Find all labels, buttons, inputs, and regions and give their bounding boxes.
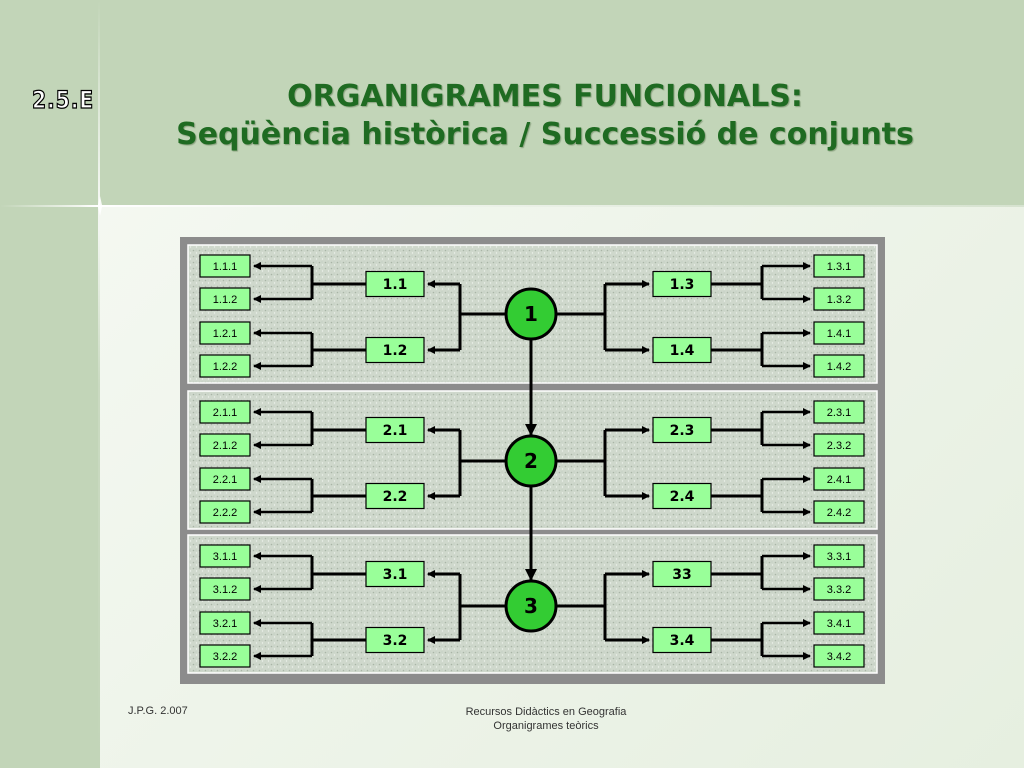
leaf-box-label: 3.2.2 [213,651,237,663]
leaf-box: 2.2.2 [199,500,251,524]
leaf-box-label: 3.3.2 [827,584,851,596]
leaf-box: 1.1.1 [199,254,251,278]
node-box-label: 3.2 [383,633,408,649]
node-box: 3.2 [365,626,425,654]
node-box: 3.1 [365,560,425,588]
center-node-label: 1 [524,302,538,326]
page-title: ORGANIGRAMES FUNCIONALS: Seqüència histò… [150,78,940,154]
node-box-label: 1.1 [383,277,408,293]
leaf-box-label: 1.2.2 [213,361,237,373]
footer-credits: Recursos Didàctics en Geografia Organigr… [430,705,662,733]
node-box: 1.2 [365,336,425,364]
node-box: 2.3 [652,416,712,444]
leaf-box: 3.1.2 [199,577,251,601]
leaf-box: 2.3.2 [813,433,865,457]
center-node-label: 2 [524,449,538,473]
leaf-box: 1.4.2 [813,354,865,378]
leaf-box-label: 3.4.2 [827,651,851,663]
leaf-box: 1.3.1 [813,254,865,278]
node-box: 1.4 [652,336,712,364]
leaf-box: 2.1.1 [199,400,251,424]
leaf-box-label: 2.2.2 [213,507,237,519]
leaf-box-label: 2.4.1 [827,474,851,486]
leaf-box: 3.2.1 [199,611,251,635]
footer-line-1: Recursos Didàctics en Geografia [465,706,627,718]
leaf-box-label: 2.1.1 [213,407,237,419]
center-node: 3 [504,579,558,633]
leaf-box-label: 3.4.1 [827,618,851,630]
node-box: 1.1 [365,270,425,298]
leaf-box-label: 1.4.1 [827,328,851,340]
left-band [0,207,100,768]
node-box: 2.2 [365,482,425,510]
leaf-box-label: 2.3.2 [827,440,851,452]
leaf-box: 3.4.2 [813,644,865,668]
node-box: 3.4 [652,626,712,654]
leaf-box-label: 2.3.1 [827,407,851,419]
footer-author: J.P.G. 2.007 [128,705,188,717]
leaf-box: 2.4.2 [813,500,865,524]
node-box-label: 2.2 [383,489,408,505]
decor-vertical-line [98,0,100,768]
leaf-box: 2.1.2 [199,433,251,457]
leaf-box-label: 2.1.2 [213,440,237,452]
leaf-box-label: 3.1.2 [213,584,237,596]
node-box-label: 3.1 [383,567,408,583]
leaf-box: 3.3.1 [813,544,865,568]
node-box-label: 2.1 [383,423,408,439]
header-band [0,0,1024,207]
leaf-box-label: 1.1.1 [213,261,237,273]
leaf-box: 1.1.2 [199,287,251,311]
node-box: 1.3 [652,270,712,298]
node-box-label: 33 [672,567,691,583]
leaf-box: 2.4.1 [813,467,865,491]
center-node-label: 3 [524,594,538,618]
leaf-box: 3.2.2 [199,644,251,668]
leaf-box-label: 1.2.1 [213,328,237,340]
org-chart-diagram: 1.1 1.1.1 1.1.2 1.2 1.2.1 1.2.2 1.3 1.3.1 1.3.2 1… [180,237,885,684]
leaf-box-label: 3.1.1 [213,551,237,563]
leaf-box: 2.3.1 [813,400,865,424]
leaf-box-label: 1.3.1 [827,261,851,273]
node-box-label: 3.4 [670,633,695,649]
leaf-box-label: 1.4.2 [827,361,851,373]
node-box: 2.1 [365,416,425,444]
sparkle-icon [80,196,120,216]
center-node: 2 [504,434,558,488]
node-box-label: 1.4 [670,343,695,359]
leaf-box: 2.2.1 [199,467,251,491]
node-box-label: 2.4 [670,489,695,505]
node-box: 2.4 [652,482,712,510]
slide-tag: 2.5.E [31,85,95,114]
footer-line-2: Organigrames teòrics [493,720,599,732]
leaf-box-label: 3.2.1 [213,618,237,630]
leaf-box: 3.4.1 [813,611,865,635]
decor-horizontal-line [0,205,1024,207]
leaf-box: 1.2.1 [199,321,251,345]
title-line-1: ORGANIGRAMES FUNCIONALS: [287,79,803,114]
leaf-box: 3.1.1 [199,544,251,568]
title-line-2: Seqüència històrica / Successió de conju… [176,117,914,152]
leaf-box: 3.3.2 [813,577,865,601]
node-box-label: 1.3 [670,277,695,293]
node-box-label: 1.2 [383,343,408,359]
leaf-box-label: 3.3.1 [827,551,851,563]
leaf-box-label: 2.2.1 [213,474,237,486]
leaf-box-label: 1.1.2 [213,294,237,306]
node-box-label: 2.3 [670,423,695,439]
center-node: 1 [504,287,558,341]
leaf-box: 1.4.1 [813,321,865,345]
leaf-box-label: 1.3.2 [827,294,851,306]
leaf-box-label: 2.4.2 [827,507,851,519]
node-box: 33 [652,560,712,588]
leaf-box: 1.3.2 [813,287,865,311]
leaf-box: 1.2.2 [199,354,251,378]
